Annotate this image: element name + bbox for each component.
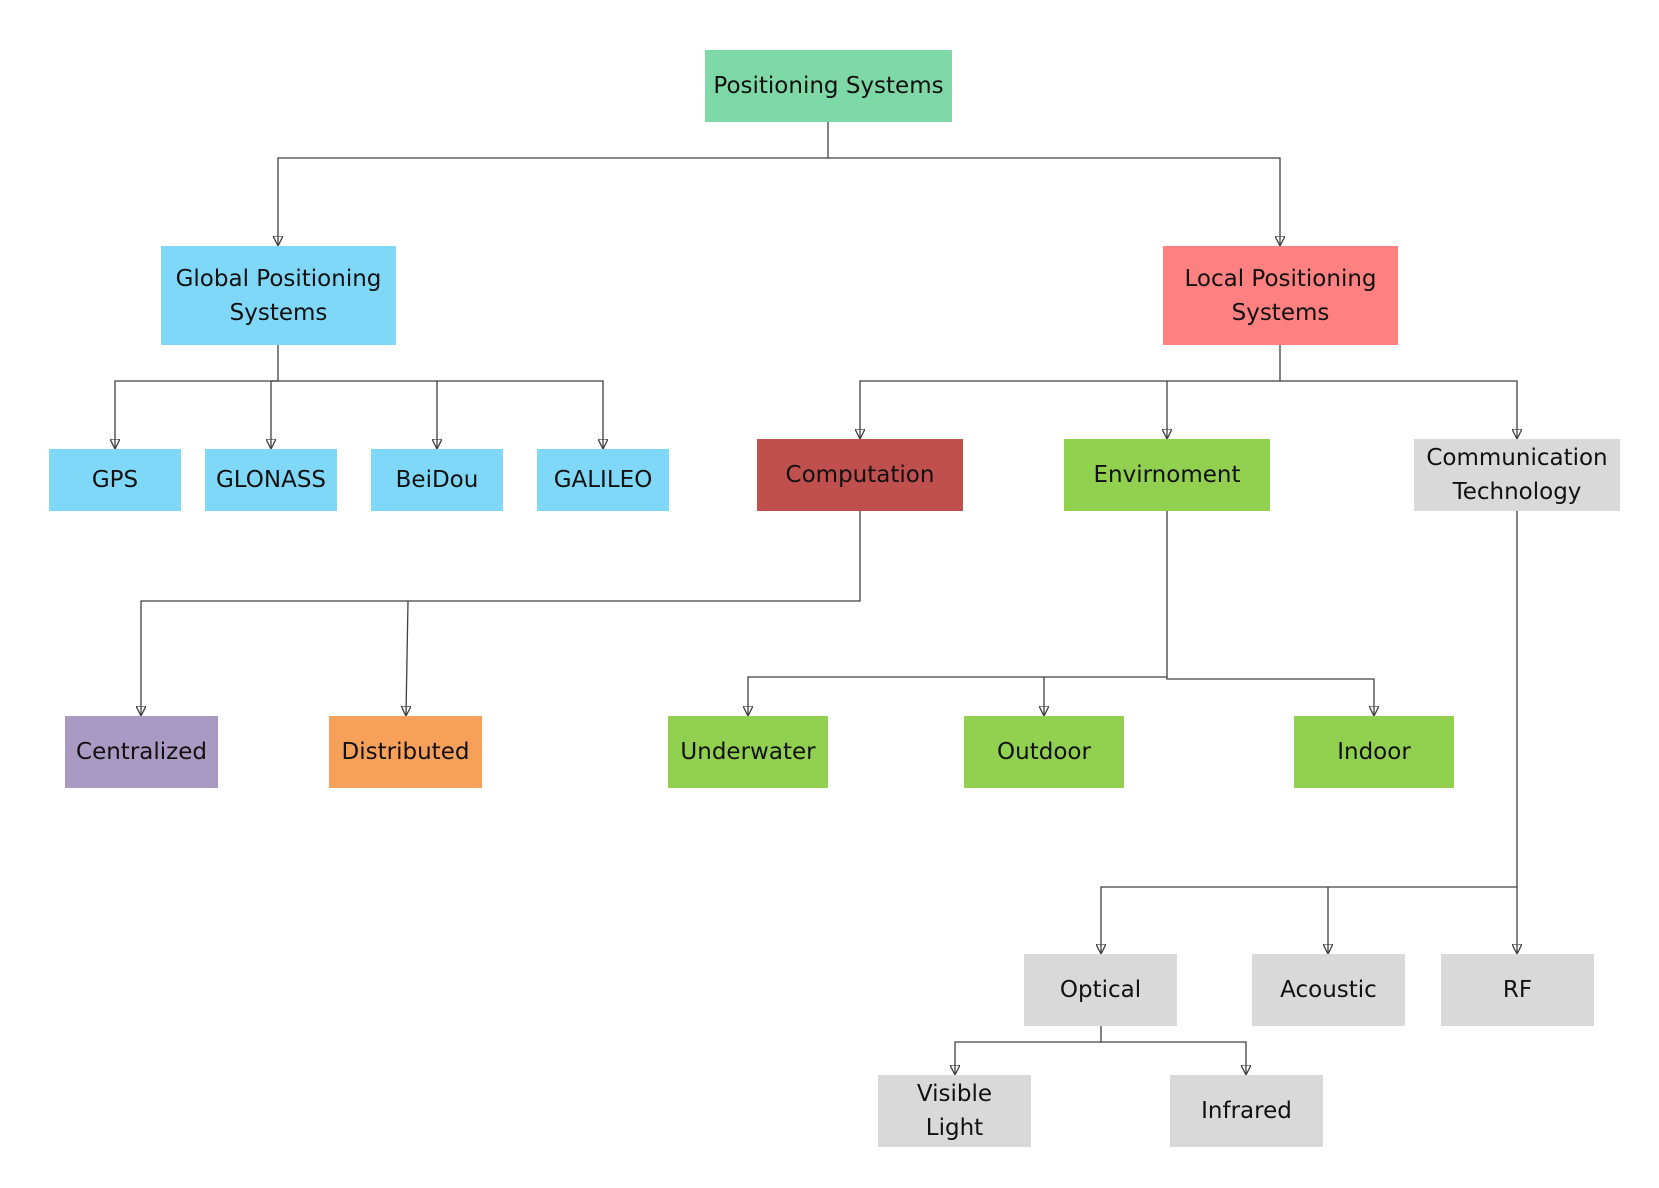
node-rf: RF: [1441, 954, 1594, 1026]
node-label: Underwater: [680, 739, 816, 765]
node-label: Optical: [1059, 977, 1142, 1003]
edge-global-beidou: [278, 380, 437, 448]
node-beidou: BeiDou: [371, 449, 503, 511]
node-global-positioning-systems: Global Positioning Systems: [161, 246, 396, 345]
edge-optical-infrared: [1101, 1041, 1246, 1074]
node-positioning-systems: Positioning Systems: [705, 50, 952, 122]
node-galileo: GALILEO: [537, 449, 669, 511]
edge-global-glonass: [271, 380, 278, 448]
node-label: BeiDou: [395, 467, 479, 493]
node-label: GLONASS: [215, 467, 327, 493]
node-label: Global Positioning Systems: [175, 265, 382, 326]
edge-root-local: [828, 157, 1280, 245]
node-distributed: Distributed: [329, 716, 482, 788]
node-underwater: Underwater: [668, 716, 828, 788]
node-label: Infrared: [1201, 1098, 1292, 1124]
node-environment: Envirnoment: [1064, 439, 1270, 511]
node-glonass: GLONASS: [205, 449, 337, 511]
node-centralized: Centralized: [65, 716, 218, 788]
node-acoustic: Acoustic: [1252, 954, 1405, 1026]
edge-env-indoor: [1166, 677, 1374, 715]
node-label: Positioning Systems: [713, 73, 944, 99]
node-infrared: Infrared: [1170, 1075, 1323, 1147]
node-label: Centralized: [76, 739, 207, 765]
node-computation: Computation: [757, 439, 963, 511]
edge-computation-centralized: [141, 511, 861, 715]
node-label: Indoor: [1337, 739, 1411, 765]
node-gps: GPS: [49, 449, 181, 511]
node-local-positioning-systems: Local Positioning Systems: [1163, 246, 1398, 345]
edge-local-computation: [860, 345, 1281, 438]
node-label: Communication Technology: [1426, 445, 1608, 505]
node-label: Envirnoment: [1093, 462, 1241, 488]
node-label: Computation: [785, 462, 935, 488]
edge-comm-optical: [1101, 511, 1518, 953]
node-outdoor: Outdoor: [964, 716, 1124, 788]
edge-global-galileo: [437, 380, 603, 448]
edge-optical-visible: [955, 1026, 1102, 1074]
node-label: Local Positioning Systems: [1184, 265, 1377, 326]
node-communication-technology: Communication Technology: [1414, 439, 1620, 511]
node-label: GALILEO: [553, 467, 653, 493]
edge-local-communication: [1280, 380, 1517, 438]
node-label: RF: [1502, 977, 1533, 1003]
node-visible-light: Visible Light: [878, 1075, 1031, 1147]
edge-global-gps: [115, 345, 279, 448]
edge-computation-distributed: [406, 600, 408, 715]
node-label: Visible Light: [916, 1081, 993, 1141]
node-label: Acoustic: [1280, 977, 1377, 1003]
edge-env-underwater: [748, 511, 1168, 715]
node-optical: Optical: [1024, 954, 1177, 1026]
edge-root-global: [278, 122, 829, 245]
node-label: GPS: [91, 467, 139, 493]
node-label: Outdoor: [997, 739, 1091, 765]
node-label: Distributed: [341, 739, 470, 765]
node-indoor: Indoor: [1294, 716, 1454, 788]
